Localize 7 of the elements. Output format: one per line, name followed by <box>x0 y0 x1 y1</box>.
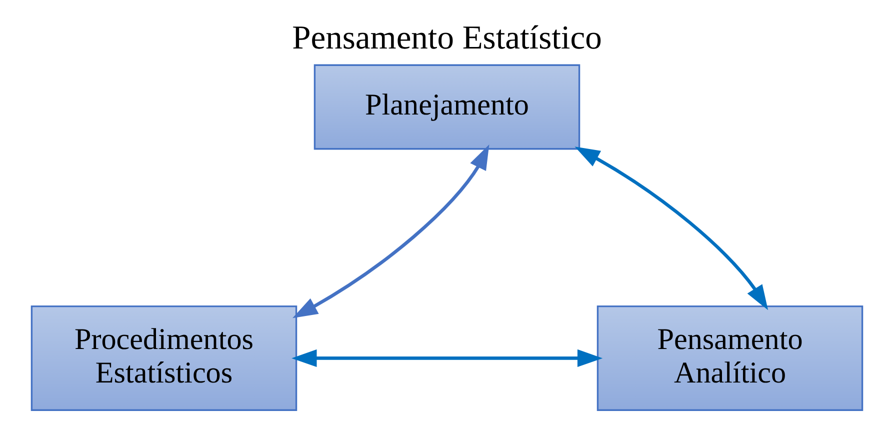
arrow <box>292 144 489 318</box>
arrow <box>291 349 602 367</box>
node-box: Planejamento <box>313 64 580 150</box>
node-box: Procedimentos Estatísticos <box>30 305 297 411</box>
arrow <box>574 146 768 310</box>
diagram-title: Pensamento Estatístico <box>292 19 602 56</box>
node-box: Pensamento Analítico <box>596 305 863 411</box>
